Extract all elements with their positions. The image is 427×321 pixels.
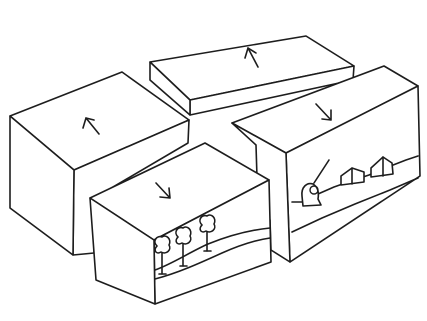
fault-blocks-diagram xyxy=(0,0,427,321)
